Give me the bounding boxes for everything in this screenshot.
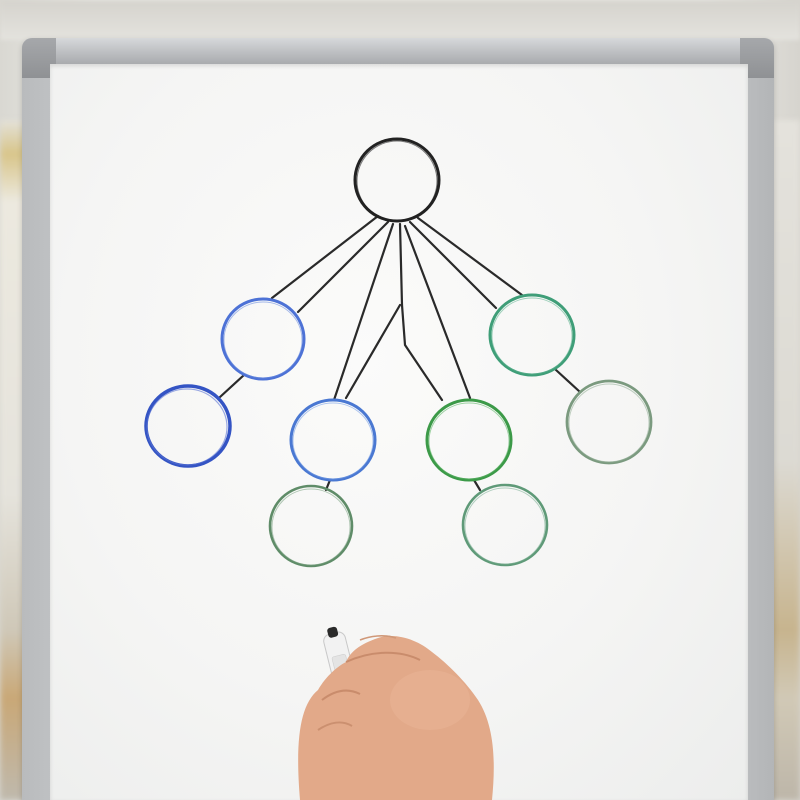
hand-with-marker bbox=[298, 626, 494, 800]
connector-root-to-center-blue bbox=[332, 222, 395, 402]
connector-root-to-center-green bbox=[403, 224, 472, 400]
center-blue-node bbox=[289, 398, 377, 482]
connector-root-to-center-blue-2 bbox=[344, 303, 402, 400]
connectors bbox=[218, 214, 582, 492]
background-wall-top bbox=[0, 0, 800, 40]
hand bbox=[298, 635, 494, 800]
whiteboard-frame-top bbox=[22, 38, 774, 64]
connector-right-green-to-far-right bbox=[554, 368, 582, 394]
connector-root-to-right-green bbox=[408, 220, 498, 310]
nodes bbox=[144, 137, 653, 568]
far-right-green-node bbox=[565, 379, 653, 465]
connector-root-to-left-blue-2 bbox=[296, 220, 390, 314]
connector-root-to-right-green-2 bbox=[416, 216, 524, 297]
bottom-left-green-node bbox=[268, 484, 354, 568]
right-green-node bbox=[488, 293, 576, 377]
bottom-right-green-node bbox=[461, 483, 549, 567]
connector-left-blue-to-far-left bbox=[218, 373, 246, 399]
connector-center-green-to-bottom bbox=[472, 478, 482, 492]
connector-root-to-left-blue bbox=[270, 214, 380, 300]
connector-root-to-center-zigzag bbox=[398, 222, 444, 402]
center-green-node bbox=[425, 398, 513, 482]
left-blue-node bbox=[220, 297, 306, 381]
far-left-blue-node bbox=[144, 384, 232, 468]
